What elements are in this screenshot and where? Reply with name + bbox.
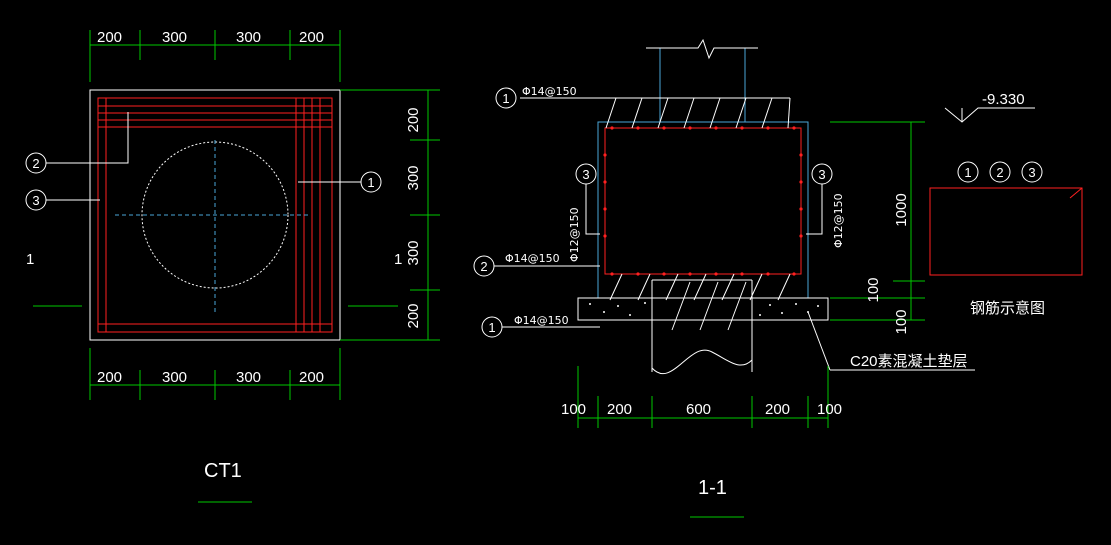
side-callout-right: 3 [818, 167, 825, 182]
side-callout-left: 3 [582, 167, 589, 182]
section-callout-top: 1 [502, 91, 509, 106]
section-bottom-dim-5: 100 [817, 401, 842, 418]
plan-right-dim-3: 300 [405, 240, 422, 265]
legend-marker-2: 2 [996, 165, 1003, 180]
pile-circle [141, 141, 289, 289]
rebar-legend: 1 2 3 钢筋示意图 [929, 161, 1083, 317]
plan-title: CT1 [204, 460, 242, 482]
plan-top-dim-1: 200 [97, 29, 122, 46]
plan-top-dim-2: 300 [162, 29, 187, 46]
legend-marker-3: 3 [1028, 165, 1035, 180]
section-bottom-dim-2: 200 [607, 401, 632, 418]
plan-top-dim-3: 300 [236, 29, 261, 46]
plan-bottom-dim-1: 200 [97, 369, 122, 386]
top-rebar-label: Φ14@150 [522, 85, 577, 98]
plan-callout-1: 1 [367, 175, 374, 190]
plan-callout-2: 2 [32, 156, 39, 171]
stirrup-label: Φ14@150 [505, 252, 560, 265]
section-bottom-dim-4: 200 [765, 401, 790, 418]
concrete-note: C20素混凝土垫层 [850, 353, 968, 370]
section-mark-left: 1 [26, 251, 34, 268]
plan-bottom-dim-3: 300 [236, 369, 261, 386]
section-bottom-dim-1: 100 [561, 401, 586, 418]
rebar-shape [929, 187, 1083, 276]
side-rebar-label-left: Φ12@150 [568, 207, 581, 262]
section-callout-bottom: 1 [488, 320, 495, 335]
section-callout-stirrup: 2 [480, 259, 487, 274]
plan-bottom-dim-2: 300 [162, 369, 187, 386]
section-mark-right: 1 [394, 251, 402, 268]
legend-marker-1: 1 [964, 165, 971, 180]
concrete-pad [577, 297, 829, 321]
pad-dim-upper: 100 [865, 277, 882, 302]
plan-bottom-dim-4: 200 [299, 369, 324, 386]
plan-top-dim-4: 200 [299, 29, 324, 46]
elevation-label: -9.330 [982, 91, 1025, 108]
plan-callout-3: 3 [32, 193, 39, 208]
height-dim: 1000 [893, 193, 910, 226]
plan-view: 200 300 300 200 200 300 300 200 [25, 29, 440, 503]
section-view: 1 Φ14@150 2 Φ14@150 1 Φ14@150 3 Φ12@150 … [473, 38, 1035, 518]
section-title: 1-1 [698, 477, 727, 499]
plan-right-dim-1: 200 [405, 107, 422, 132]
section-bottom-dim-3: 600 [686, 401, 711, 418]
pad-dim-lower: 100 [893, 309, 910, 334]
plan-right-dim-4: 200 [405, 303, 422, 328]
bottom-rebar-label: Φ14@150 [514, 314, 569, 327]
plan-right-dim-2: 300 [405, 165, 422, 190]
legend-caption: 钢筋示意图 [970, 299, 1045, 317]
side-rebar-label-right: Φ12@150 [832, 193, 845, 248]
pile-cap-outline [89, 89, 341, 341]
